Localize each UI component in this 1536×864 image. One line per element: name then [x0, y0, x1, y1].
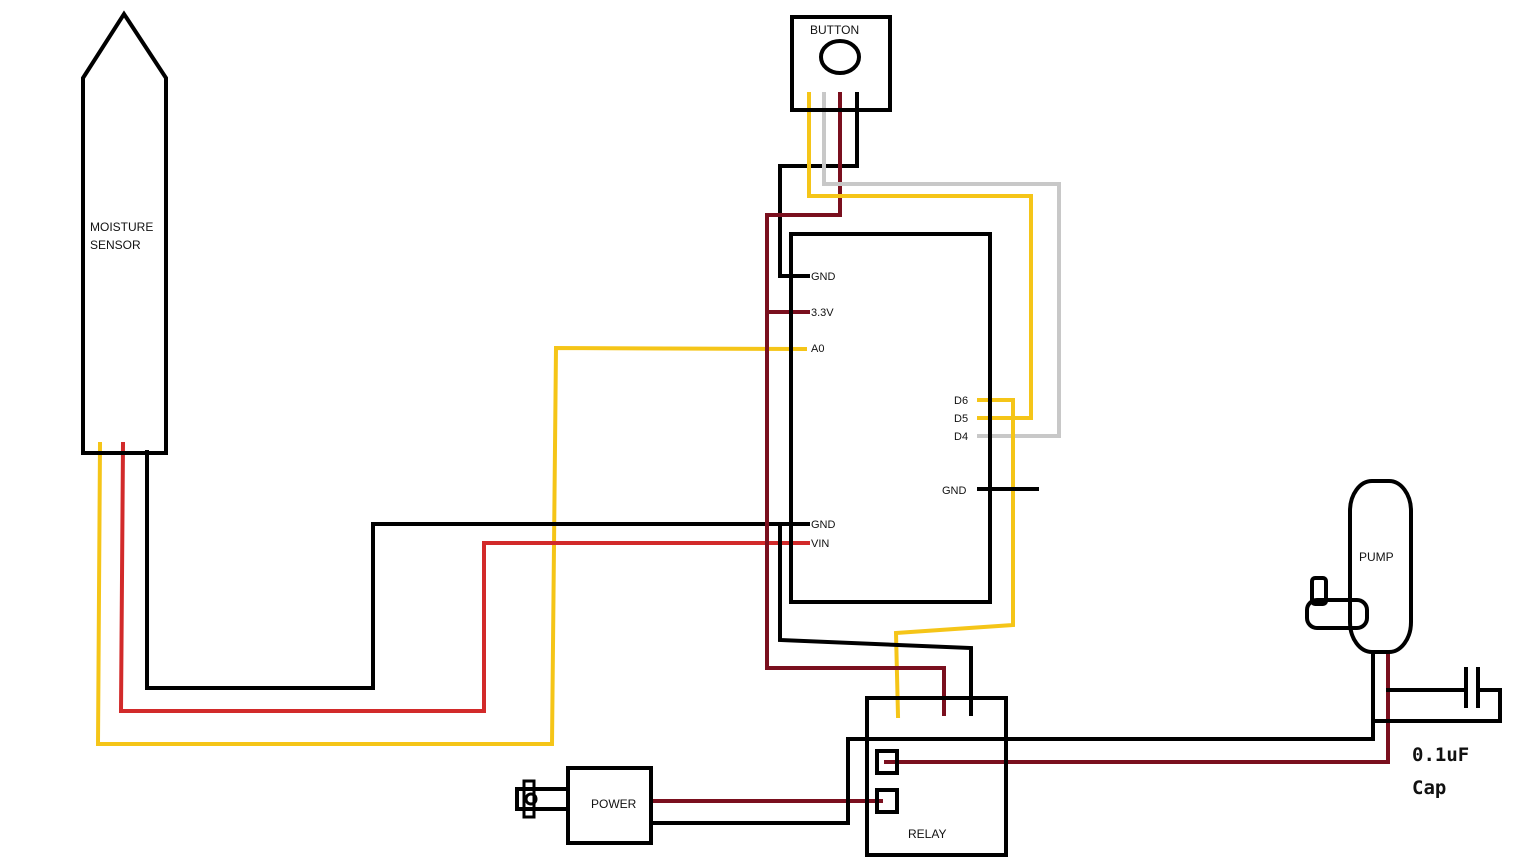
board-body	[789, 232, 992, 604]
relay-terminal-com-icon	[875, 788, 899, 814]
power-pin-icon	[524, 792, 538, 806]
wire-relay-pump-darkred	[884, 650, 1390, 764]
pin-a0: A0	[811, 343, 824, 355]
power-plug-icon	[515, 787, 570, 811]
relay-module: RELAY	[865, 696, 1008, 857]
pin-gnd-right: GND	[942, 485, 967, 497]
wire-relay-gnd-black	[778, 522, 973, 716]
button-module: BUTTON	[790, 15, 892, 112]
wire-sensor-signal-yellow	[95, 345, 808, 746]
wire-power-pump-black	[650, 650, 1375, 825]
relay-terminal-no-icon	[875, 749, 899, 775]
wire-button-d5-yellow	[807, 92, 1033, 420]
pin-3v3: 3.3V	[811, 307, 834, 319]
power-prong-icon	[522, 779, 536, 819]
pump: PUMP	[1305, 479, 1413, 654]
wire-sensor-ground-black	[145, 450, 810, 690]
pump-body	[1348, 479, 1413, 654]
pump-label: PUMP	[1359, 550, 1394, 564]
wire-relay-vcc-darkred	[765, 310, 946, 716]
relay-label: RELAY	[908, 827, 946, 841]
button-label: BUTTON	[810, 23, 859, 37]
wire-sensor-power-red	[118, 441, 810, 713]
moisture-sensor-label-2: SENSOR	[90, 238, 141, 252]
capacitor-label-1: 0.1uF	[1412, 744, 1469, 766]
wires	[95, 92, 1502, 825]
pin-vin: VIN	[811, 538, 829, 550]
pin-d5: D5	[954, 413, 968, 425]
button-body	[790, 15, 892, 112]
pin-d4: D4	[954, 431, 968, 443]
pin-gnd-bottom: GND	[811, 519, 836, 531]
capacitor-label-2: Cap	[1412, 777, 1446, 799]
moisture-sensor-label-1: MOISTURE	[90, 220, 153, 234]
power-label: POWER	[591, 797, 637, 811]
pump-outlet-icon	[1305, 598, 1369, 630]
moisture-sensor: MOISTURE SENSOR	[81, 10, 168, 455]
capacitor: 0.1uF Cap	[1412, 667, 1480, 799]
power-adapter: POWER	[515, 766, 653, 845]
wire-capacitor-lead-bottom	[1371, 688, 1502, 723]
wire-d6-relay-yellow	[893, 398, 1015, 719]
wire-button-power-darkred	[765, 92, 842, 314]
microcontroller-board: GND 3.3V A0 GND VIN D6 D5 D4 GND	[789, 232, 992, 604]
relay-body	[865, 696, 1008, 857]
pump-nozzle-icon	[1310, 576, 1328, 606]
pin-gnd-top: GND	[811, 271, 836, 283]
wire-button-d4-gray	[822, 92, 1061, 438]
button-circle-icon	[819, 39, 861, 75]
pin-d6: D6	[954, 395, 968, 407]
moisture-sensor-body	[81, 10, 168, 455]
